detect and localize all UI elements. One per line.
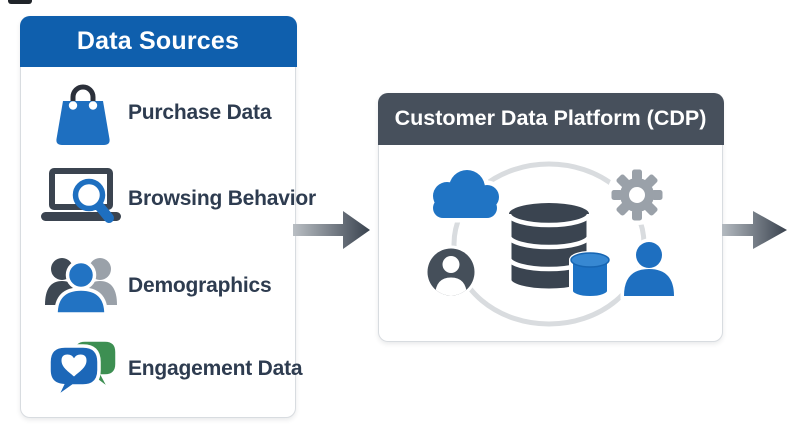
source-item-label: Engagement Data (128, 357, 303, 380)
data-sources-panel: Data Sources Purchase Data Browsing Beha… (19, 15, 316, 418)
source-item-purchase-data: Purchase Data (21, 71, 295, 155)
data-sources-header: Data Sources (19, 15, 297, 67)
cdp-graphic (424, 161, 678, 327)
arrow-right-icon (293, 211, 370, 249)
source-item-demographics: Demographics (21, 244, 295, 328)
people-group-icon (41, 251, 121, 321)
cloud-icon (428, 165, 504, 223)
data-sources-title: Data Sources (76, 26, 240, 55)
source-item-label: Browsing Behavior (128, 187, 316, 210)
shopping-bag-icon (41, 78, 121, 148)
user-circle-icon (424, 245, 478, 299)
arrow-right-icon (722, 211, 787, 249)
cdp-panel: Customer Data Platform (CDP) (377, 92, 724, 342)
cdp-header: Customer Data Platform (CDP) (377, 92, 724, 145)
data-cylinder-icon (569, 251, 611, 300)
laptop-search-icon (41, 164, 121, 234)
gear-icon (607, 165, 667, 225)
cdp-title: Customer Data Platform (CDP) (394, 106, 707, 130)
chat-heart-icon (41, 334, 121, 404)
screen-edge-artifact (8, 0, 32, 4)
person-icon (620, 238, 678, 300)
source-item-engagement-data: Engagement Data (21, 327, 303, 411)
source-item-label: Demographics (128, 274, 272, 297)
source-item-label: Purchase Data (128, 101, 272, 124)
source-item-browsing-behavior: Browsing Behavior (21, 157, 316, 241)
